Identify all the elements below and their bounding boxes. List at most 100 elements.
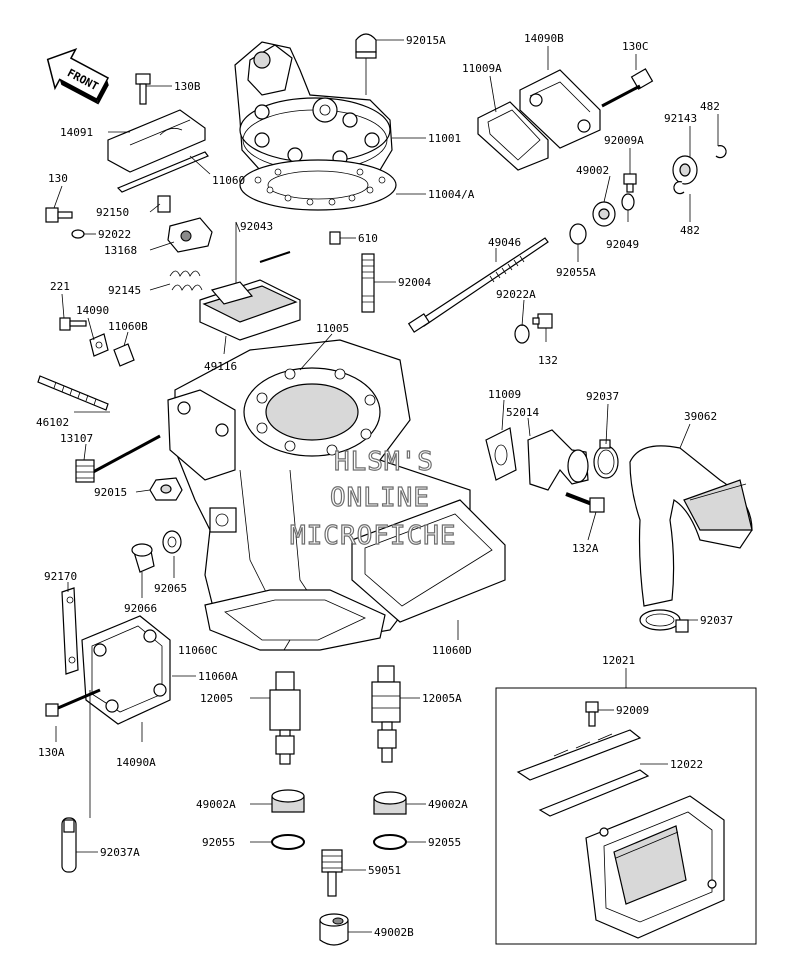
label-11060d: 11060D: [432, 644, 472, 657]
clamp-92037-a: [593, 439, 619, 479]
oring-92055-a: [271, 834, 305, 850]
label-482-a: 482: [700, 100, 720, 113]
front-arrow: FRONT: [46, 48, 110, 105]
bushing-49002a-b: [373, 791, 407, 815]
shaft-46102: [37, 375, 109, 411]
label-11060c: 11060C: [178, 644, 218, 657]
label-49002b: 49002B: [374, 926, 414, 939]
label-14091: 14091: [60, 126, 93, 139]
gasket-11060b: [113, 343, 135, 367]
valve-linkage: [157, 195, 213, 291]
watermark-line-1: HLSM'S: [334, 447, 434, 477]
washer-92022a: [514, 324, 530, 344]
oring-92055a: [569, 223, 587, 245]
label-92009: 92009: [616, 704, 649, 717]
label-14090a: 14090A: [116, 756, 156, 769]
label-221: 221: [50, 280, 70, 293]
label-52014: 52014: [506, 406, 539, 419]
label-92037a: 92037A: [100, 846, 140, 859]
nut-92015: [149, 477, 183, 501]
bolt-130b: [135, 73, 151, 105]
plug-92066: [131, 543, 155, 573]
hose-39062: [629, 445, 753, 607]
reed-kit-box: [495, 668, 757, 945]
label-49002a-right: 49002A: [428, 798, 468, 811]
bushing-49002b: [319, 913, 349, 946]
watermark: HLSM'S ONLINE MICROFICHE: [289, 446, 456, 551]
label-11060: 11060: [212, 174, 245, 187]
gear-59051: [321, 849, 343, 897]
oring-92055-b: [373, 834, 407, 850]
reed-stopper-12022: [516, 729, 650, 817]
label-130c: 130C: [622, 40, 649, 53]
label-49046: 49046: [488, 236, 521, 249]
label-92170: 92170: [44, 570, 77, 583]
label-132: 132: [538, 354, 558, 367]
label-14090: 14090: [76, 304, 109, 317]
fitting-52014: [527, 429, 589, 491]
label-92055a: 92055A: [556, 266, 596, 279]
bolt-130a: [45, 688, 101, 717]
label-14090b: 14090B: [524, 32, 564, 45]
label-49002a-left: 49002A: [196, 798, 236, 811]
label-92015a: 92015A: [406, 34, 446, 47]
leader-lines: [53, 39, 719, 933]
label-130b: 130B: [174, 80, 201, 93]
cylinder-head: [234, 41, 393, 181]
bushing-49002: [592, 201, 616, 227]
label-92145: 92145: [108, 284, 141, 297]
bolt-132: [532, 313, 553, 329]
stud-92004: [361, 253, 375, 313]
screw-92009a: [623, 173, 637, 193]
label-92004: 92004: [398, 276, 431, 289]
label-92143: 92143: [664, 112, 697, 125]
valve-12005: [269, 671, 301, 765]
label-49002: 49002: [576, 164, 609, 177]
label-92043: 92043: [240, 220, 273, 233]
label-12021: 12021: [602, 654, 635, 667]
label-92065: 92065: [154, 582, 187, 595]
bolt-132a: [565, 492, 605, 513]
label-92015: 92015: [94, 486, 127, 499]
label-92066: 92066: [124, 602, 157, 615]
label-12005a: 12005A: [422, 692, 462, 705]
label-13107: 13107: [60, 432, 93, 445]
label-11005: 11005: [316, 322, 349, 335]
bolt-130: [45, 207, 85, 239]
bolt-130c: [601, 68, 654, 108]
label-92049: 92049: [606, 238, 639, 251]
rod-92037a: [61, 817, 77, 873]
exhaust-valve-cover: [81, 615, 171, 725]
label-46102: 46102: [36, 416, 69, 429]
label-130: 130: [48, 172, 68, 185]
label-610: 610: [358, 232, 378, 245]
label-132a: 132A: [572, 542, 599, 555]
label-92037-a: 92037: [586, 390, 619, 403]
screw-92009: [585, 701, 599, 727]
washer-92065: [162, 530, 182, 554]
clip-482-b: [673, 181, 685, 195]
base-gasket-11060c: [204, 589, 386, 651]
gasket-11060d: [351, 499, 506, 623]
collar-92143: [672, 155, 698, 185]
label-12005: 12005: [200, 692, 233, 705]
screw-221: [59, 317, 87, 331]
label-92055-left: 92055: [202, 836, 235, 849]
label-11009a: 11009A: [462, 62, 502, 75]
head-gasket: [239, 159, 397, 211]
label-59051: 59051: [368, 864, 401, 877]
dowel-610: [329, 231, 341, 245]
label-11060a: 11060A: [198, 670, 238, 683]
label-11060b: 11060B: [108, 320, 148, 333]
label-482-b: 482: [680, 224, 700, 237]
valve-12005a: [371, 665, 401, 763]
reed-block: [585, 795, 725, 939]
coolant-cover: [107, 109, 206, 173]
label-11009: 11009: [488, 388, 521, 401]
gasket-11009a: [477, 101, 549, 171]
valve-49116: [199, 222, 301, 341]
watermark-line-2: ONLINE: [330, 483, 430, 513]
label-92022: 92022: [98, 228, 131, 241]
